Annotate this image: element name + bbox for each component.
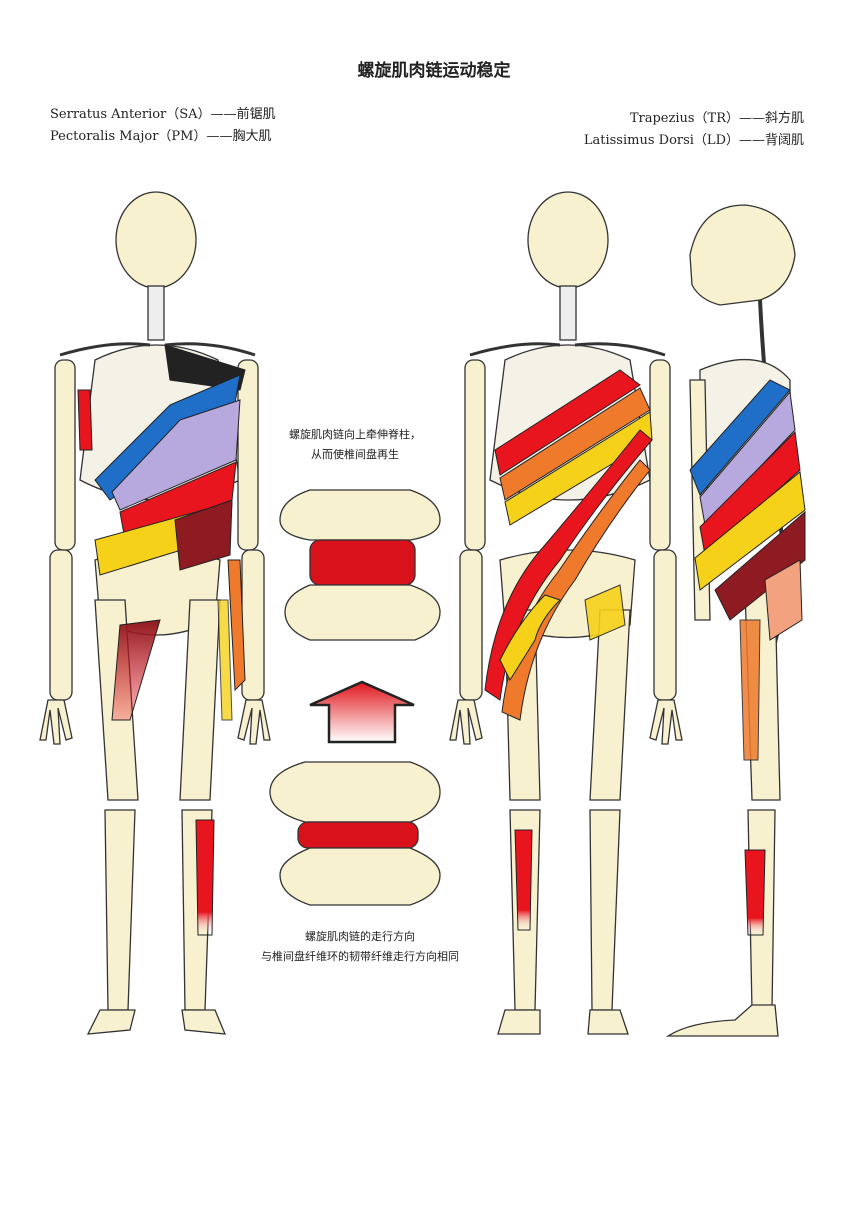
up-arrow xyxy=(309,680,415,744)
front-right-thigh xyxy=(179,599,221,801)
vertebra-upper-top xyxy=(279,489,441,541)
back-left-forearm xyxy=(459,549,483,701)
back-orange-spiral xyxy=(501,459,651,721)
caption-bottom-line2: 与椎间盘纤维环的韧带纤维走行方向相同 xyxy=(261,950,459,963)
back-left-foot xyxy=(497,1009,541,1035)
caption-top-line2: 从而使椎间盘再生 xyxy=(311,448,399,461)
side-red-band xyxy=(699,430,801,556)
front-left-hand xyxy=(39,699,73,745)
front-darkred-band xyxy=(174,499,233,571)
legend-left: Serratus Anterior（SA）——前锯肌 Pectoralis Ma… xyxy=(50,104,276,148)
back-right-thigh xyxy=(589,609,631,801)
caption-fiber-direction: 螺旋肌肉链的走行方向 与椎间盘纤维环的韧带纤维走行方向相同 xyxy=(245,927,475,967)
side-foot xyxy=(665,1004,779,1037)
back-red-spiral xyxy=(484,429,653,701)
back-gluteal-yellow xyxy=(584,584,626,641)
front-right-leg-orange xyxy=(227,559,246,692)
page-title: 螺旋肌肉链运动稳定 xyxy=(357,61,511,81)
back-right-forearm xyxy=(653,549,677,701)
side-skull xyxy=(689,204,796,306)
front-calf-red xyxy=(195,819,215,936)
legend-latissimus-dorsi: Latissimus Dorsi（LD）——背阔肌 xyxy=(583,133,804,148)
front-skull xyxy=(115,191,197,289)
vertebra-upper xyxy=(279,489,441,641)
front-thigh-darkred xyxy=(111,619,161,721)
legend-pectoralis-major: Pectoralis Major（PM）——胸大肌 xyxy=(50,129,272,144)
side-darkred-band xyxy=(714,510,806,621)
side-calf-red xyxy=(744,849,766,936)
side-salmon-band xyxy=(764,559,803,641)
front-neck xyxy=(147,285,165,341)
caption-bottom-line1: 螺旋肌肉链的走行方向 xyxy=(305,930,415,943)
side-muscle-chain xyxy=(689,379,806,936)
back-right-hand xyxy=(649,699,683,745)
front-right-foot xyxy=(181,1009,227,1035)
side-yellow-band xyxy=(694,471,806,591)
vertebra-upper-bottom xyxy=(284,584,441,641)
back-skull xyxy=(527,191,609,289)
front-muscle-chain xyxy=(77,344,246,936)
front-left-forearm xyxy=(49,549,73,701)
front-pec-black xyxy=(164,344,246,391)
back-right-foot xyxy=(587,1009,629,1035)
back-skeleton xyxy=(449,191,683,1035)
back-left-hand xyxy=(449,699,483,745)
front-left-upper-arm xyxy=(54,359,76,551)
vertebra-lower-bottom xyxy=(279,847,441,906)
back-neck xyxy=(559,285,577,341)
front-left-foot xyxy=(86,1009,136,1035)
front-left-arm-red xyxy=(77,389,93,451)
front-right-hand xyxy=(237,699,271,745)
front-lavender-band xyxy=(111,399,241,511)
vertebra-lower xyxy=(269,761,441,906)
front-right-upper-arm xyxy=(237,359,259,551)
back-muscle-chain xyxy=(484,369,653,931)
back-yellow-spiral xyxy=(499,594,561,682)
back-right-upper-arm xyxy=(649,359,671,551)
legend-serratus-anterior: Serratus Anterior（SA）——前锯肌 xyxy=(50,107,276,122)
front-right-leg-yellow xyxy=(217,599,233,721)
disc-upper xyxy=(309,539,416,586)
legend-trapezius: Trapezius（TR）——斜方肌 xyxy=(629,111,804,126)
side-leg-orange xyxy=(739,619,761,761)
vertebra-lower-top xyxy=(269,761,441,823)
legend-right: Trapezius（TR）——斜方肌 Latissimus Dorsi（LD）—… xyxy=(584,108,804,152)
back-calf-red xyxy=(514,829,533,931)
back-red-band-upper xyxy=(494,369,641,476)
disc-lower xyxy=(297,821,419,849)
back-orange-band xyxy=(499,387,651,501)
front-left-shin xyxy=(104,809,136,1011)
side-blue-band xyxy=(689,379,791,496)
caption-top-line1: 螺旋肌肉链向上牵伸脊柱， xyxy=(289,428,421,441)
side-lavender-band xyxy=(699,390,796,527)
back-left-upper-arm xyxy=(464,359,486,551)
caption-stretch-spine: 螺旋肌肉链向上牵伸脊柱， 从而使椎间盘再生 xyxy=(270,425,440,465)
back-right-shin xyxy=(589,809,621,1011)
